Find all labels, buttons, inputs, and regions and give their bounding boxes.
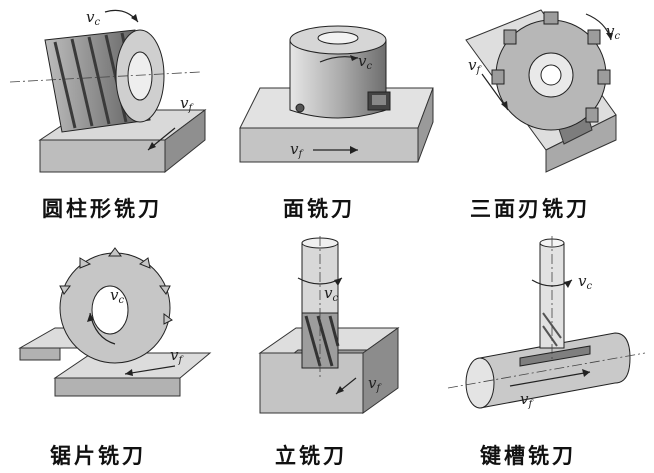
keyway-cutter-figure: vc vf — [440, 228, 654, 428]
svg-text:vc: vc — [578, 272, 592, 292]
cylindrical-cutter-figure: vc vf — [0, 0, 220, 185]
workpiece-side — [164, 109, 206, 174]
face-cutter-figure: vc vf — [228, 0, 438, 185]
svg-text:vf: vf — [368, 374, 382, 394]
workpiece-side — [362, 327, 399, 414]
shaft-workpiece — [465, 332, 631, 409]
caption-keyway-cutter: 键槽铣刀 — [480, 444, 576, 468]
svg-text:vf: vf — [180, 94, 194, 114]
workpiece-front — [545, 114, 617, 173]
side-face-cutter-figure: vc vf — [446, 0, 654, 185]
caption-end-mill: 立铣刀 — [275, 444, 347, 468]
cylinder-cutter-body — [44, 29, 165, 133]
caption-cylindrical-cutter: 圆柱形铣刀 — [42, 197, 162, 221]
svg-text:vc: vc — [606, 22, 620, 42]
caption-side-face-cutter: 三面刃铣刀 — [470, 197, 590, 221]
side-face-cutter-body — [491, 11, 611, 131]
workpiece-front — [39, 139, 166, 173]
face-cutter-body — [289, 25, 391, 119]
workpiece-front — [239, 127, 419, 163]
svg-text:vf: vf — [520, 390, 534, 410]
workpiece-side — [417, 87, 434, 163]
svg-text:vf: vf — [290, 140, 304, 160]
end-mill-figure: vc vf — [238, 228, 423, 428]
svg-text:vc: vc — [324, 284, 338, 304]
caption-face-cutter: 面铣刀 — [283, 197, 355, 221]
svg-text:vf: vf — [468, 56, 482, 76]
caption-saw-cutter: 锯片铣刀 — [50, 444, 146, 468]
saw-cutter-figure: vc vf — [0, 228, 220, 428]
svg-text:vc: vc — [86, 8, 100, 28]
svg-text:vf: vf — [170, 346, 184, 366]
workpiece-left-front — [19, 347, 61, 361]
workpiece-right-front — [54, 377, 181, 397]
saw-cutter-body — [59, 247, 173, 364]
svg-text:vc: vc — [358, 52, 372, 72]
svg-text:vc: vc — [110, 286, 124, 306]
